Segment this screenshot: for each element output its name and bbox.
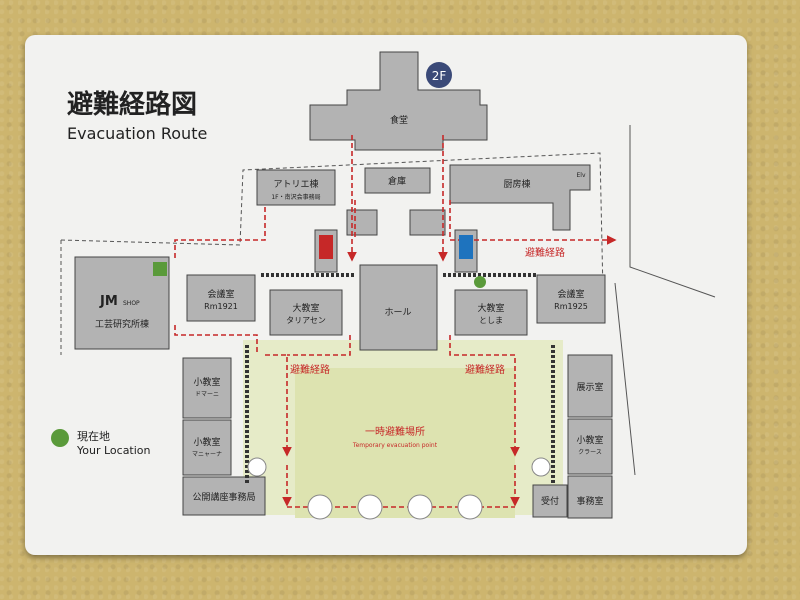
- hall-building: [359, 264, 438, 351]
- label-exhibition: 展示室: [576, 381, 603, 393]
- label-hall: ホール: [384, 307, 411, 318]
- label-lecture-right-name: としま: [479, 316, 503, 325]
- office-room: [567, 475, 613, 519]
- label-lecture-left-name: タリアセン: [286, 316, 326, 325]
- label-reception: 受付: [541, 495, 559, 507]
- label-extension-office: 公開講座事務局: [192, 491, 255, 503]
- small-room-2: [182, 419, 232, 476]
- floor-plan: 避難経路図 Evacuation Route: [51, 51, 716, 520]
- current-location-icon: [474, 276, 486, 288]
- wheelchair-icon: [153, 262, 167, 276]
- route-label-2: 避難経路: [290, 363, 330, 376]
- tree-icon: [307, 494, 333, 520]
- shop-logo: JM: [99, 294, 118, 309]
- corridor-right: [409, 209, 446, 236]
- small-room-3: [567, 418, 613, 475]
- label-atelier: アトリエ棟: [273, 178, 318, 190]
- tree-icon: [531, 457, 551, 477]
- exhibition-room: [567, 354, 613, 418]
- lecture-room-left: [269, 289, 343, 336]
- legend-location-icon: [51, 429, 69, 447]
- trees: [247, 457, 551, 520]
- floor-badge-text: 2F: [432, 69, 447, 83]
- corridor-left: [346, 209, 378, 236]
- assembly-label-ja: 一時避難場所: [365, 425, 425, 438]
- reception-room: [532, 484, 568, 518]
- label-meeting-right-rm: Rm1925: [554, 302, 588, 311]
- legend-label-en: Your Location: [76, 444, 151, 457]
- evacuation-routes: [174, 135, 617, 508]
- label-small-room-2-name: マニャーナ: [192, 451, 222, 458]
- meeting-room-left: [186, 274, 256, 322]
- site-boundary: [60, 152, 604, 355]
- extension-office: [182, 476, 266, 516]
- lecture-room-right: [454, 289, 528, 336]
- label-meeting-left-rm: Rm1921: [204, 302, 238, 311]
- map-title-ja: 避難経路図: [67, 89, 197, 120]
- label-small-room-1: 小教室: [193, 376, 220, 388]
- label-lecture-left: 大教室: [292, 302, 319, 314]
- shop-logo-sub: SHOP: [123, 300, 140, 307]
- meeting-room-right: [536, 274, 606, 324]
- small-room-1: [182, 357, 232, 419]
- label-storage: 倉庫: [388, 175, 406, 187]
- label-meeting-right: 会議室: [557, 288, 584, 300]
- label-small-room-1-name: ドマーニ: [195, 391, 219, 398]
- atelier-building: [256, 169, 336, 206]
- corridors: [245, 273, 555, 485]
- kitchen-building: [449, 164, 591, 231]
- road-lines: [614, 125, 716, 476]
- map-title-en: Evacuation Route: [67, 124, 207, 143]
- tree-icon: [457, 494, 483, 520]
- label-elv: Elv: [576, 172, 585, 179]
- label-small-room-3-name: クラース: [578, 449, 602, 456]
- restroom-male-icon: [459, 235, 473, 259]
- label-small-room-3: 小教室: [576, 434, 603, 446]
- assembly-area: [295, 368, 515, 518]
- evacuation-map-board: 避難経路図 Evacuation Route: [25, 35, 747, 555]
- tree-icon: [357, 494, 383, 520]
- label-small-room-2: 小教室: [193, 436, 220, 448]
- route-label-1: 避難経路: [525, 246, 565, 259]
- label-atelier-sub: 1F・南沢会事務局: [271, 193, 320, 201]
- assembly-label-en: Temporary evacuation point: [352, 442, 438, 449]
- label-lecture-right: 大教室: [477, 302, 504, 314]
- restroom-female-icon: [319, 235, 333, 259]
- label-kitchen: 厨房棟: [503, 178, 530, 190]
- label-dining: 食堂: [390, 114, 408, 126]
- label-meeting-left: 会議室: [207, 288, 234, 300]
- tree-icon: [407, 494, 433, 520]
- storage-building: [364, 167, 431, 194]
- route-label-3: 避難経路: [465, 363, 505, 376]
- tree-icon: [247, 457, 267, 477]
- label-craft-lab: 工芸研究所棟: [95, 318, 149, 330]
- dining-hall-building: [309, 51, 488, 151]
- label-office: 事務室: [576, 495, 603, 507]
- floor-badge-circle: [426, 62, 452, 88]
- legend-label-ja: 現在地: [77, 430, 110, 443]
